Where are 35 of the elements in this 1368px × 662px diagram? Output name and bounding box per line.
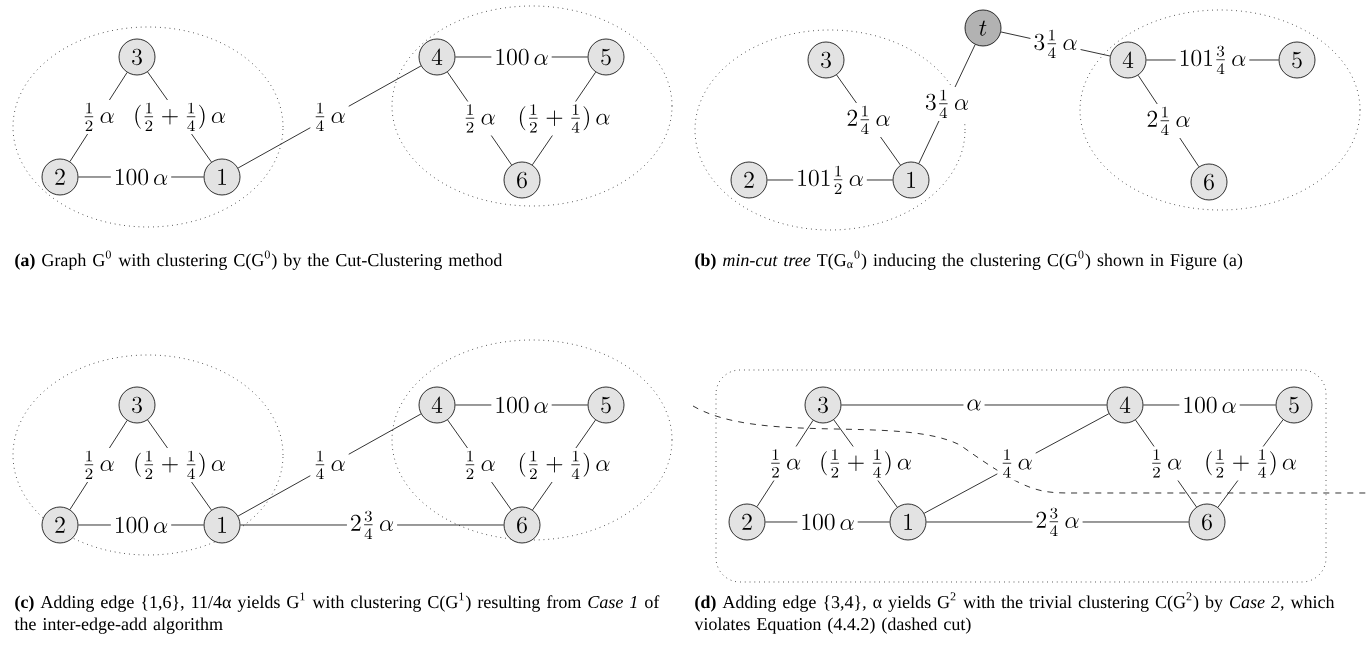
edge-label: $(\frac{1}{2}+\frac{1}{4})\,\alpha$ xyxy=(130,99,229,134)
edge-label: $100\,\alpha$ xyxy=(1179,394,1240,416)
edge-label: $\frac{1}{2}\,\alpha$ xyxy=(1146,446,1186,481)
edge-label: $100\,\alpha$ xyxy=(110,166,172,188)
edge-label: $100\,\alpha$ xyxy=(491,394,552,416)
subfigure-caption: (d) Adding edge {3,4}, α yields G$^{2}$ with the trivial clustering C(G$^{2}$) by Case 2, which violates Equation (4.4.2) (dashed cut) xyxy=(694,592,1335,634)
edge-label: $\frac{1}{2}\,\alpha$ xyxy=(765,446,805,481)
edge-label: $101\frac{1}{2}\,\alpha$ xyxy=(793,162,867,197)
edge-label: $2\frac{3}{4}\,\alpha$ xyxy=(1032,504,1083,539)
edge-label: $\frac{1}{4}\,\alpha$ xyxy=(310,99,349,134)
edge-label: $\frac{1}{2}\,\alpha$ xyxy=(79,99,118,134)
edge-label: $(\frac{1}{2}+\frac{1}{4})\,\alpha$ xyxy=(1201,446,1300,481)
edge-label: $\frac{1}{2}\,\alpha$ xyxy=(460,447,499,482)
edge-label: $\frac{1}{2}\,\alpha$ xyxy=(79,447,118,482)
edge-label: $(\frac{1}{2}+\frac{1}{4})\,\alpha$ xyxy=(514,447,614,482)
edge-label: $100\,\alpha$ xyxy=(110,514,172,536)
edge-label: $2\frac{3}{4}\,\alpha$ xyxy=(346,508,398,542)
edge-label: $2\frac{1}{4}\,\alpha$ xyxy=(843,103,894,137)
edge-label: $101\frac{3}{4}\,\alpha$ xyxy=(1175,42,1250,77)
edge-line xyxy=(841,404,1107,406)
edge-label: $100\,\alpha$ xyxy=(797,511,858,533)
edge-label: $\frac{1}{4}\,\alpha$ xyxy=(310,447,349,482)
edge-label: $(\frac{1}{2}+\frac{1}{4})\,\alpha$ xyxy=(514,101,614,136)
edge-label: $(\frac{1}{2}+\frac{1}{4})\,\alpha$ xyxy=(130,447,229,482)
subfigure-caption: (c) Adding edge {1,6}, 11/4α yields G$^{1}$ with clustering C(G$^{1}$) resulting from Case 1 of the inter-edge-add algorithm xyxy=(14,592,660,634)
edge-label: $100\,\alpha$ xyxy=(491,46,552,68)
edge-label: $\alpha$ xyxy=(963,396,985,414)
edge-label: $\frac{1}{4}\,\alpha$ xyxy=(997,446,1036,481)
edge-label: $\frac{1}{2}\,\alpha$ xyxy=(460,101,499,136)
edge-label: $(\frac{1}{2}+\frac{1}{4})\,\alpha$ xyxy=(816,446,915,481)
edge-label: $2\frac{1}{4}\,\alpha$ xyxy=(1143,103,1194,138)
subfigure-caption: (a) Graph G$^{0}$ with clustering C(G$^{0}$) by the Cut-Clustering method xyxy=(15,250,503,270)
edge-label: $3\frac{1}{4}\,\alpha$ xyxy=(921,86,973,121)
subfigure-caption: (b) min-cut tree T(G$_{α}$$^{0}$) inducing the clustering C(G$^{0}$) shown in Figure (a) xyxy=(695,250,1243,270)
edge-label: $3\frac{1}{4}\,\alpha$ xyxy=(1030,27,1081,61)
